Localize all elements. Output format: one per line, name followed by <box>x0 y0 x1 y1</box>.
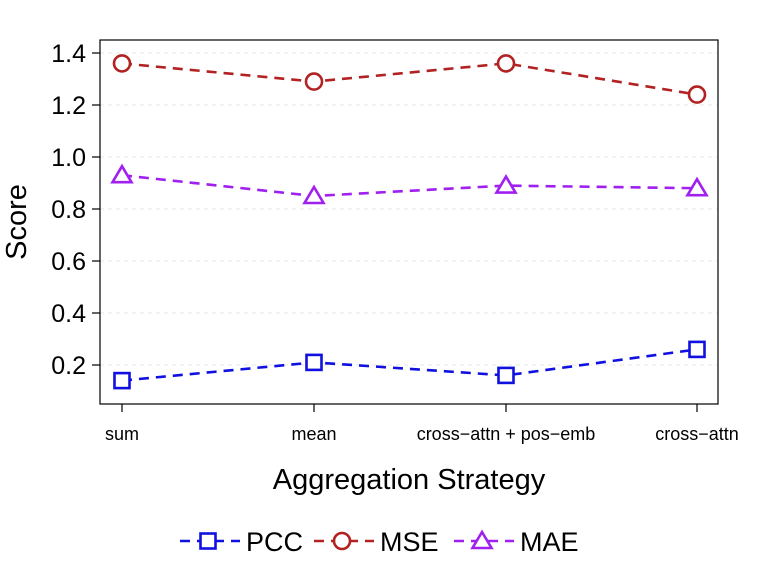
series-mae <box>110 163 709 205</box>
legend-marker <box>470 529 494 550</box>
legend-item-pcc: PCC <box>180 527 303 557</box>
legend-label: PCC <box>246 527 303 557</box>
x-axis: sum mean cross−attn + pos−emb cross−attn <box>105 404 739 444</box>
legend: PCC MSE MAE <box>180 527 579 557</box>
data-point <box>113 371 131 390</box>
legend-marker <box>199 532 217 550</box>
y-tick-label: 0.4 <box>51 300 86 328</box>
data-point <box>496 54 516 73</box>
data-point <box>687 85 707 104</box>
legend-item-mse: MSE <box>314 527 439 557</box>
x-tick-label: cross−attn <box>655 424 739 444</box>
series-pcc <box>113 340 706 390</box>
plot-frame <box>99 39 719 405</box>
legend-label: MSE <box>380 527 439 557</box>
y-tick-label: 0.6 <box>51 248 86 276</box>
y-axis-label: Score <box>1 184 33 260</box>
series-line <box>121 348 698 382</box>
data-point <box>304 72 324 91</box>
data-point <box>685 176 709 197</box>
data-point <box>494 174 518 194</box>
data-point <box>110 163 134 184</box>
legend-marker <box>332 531 352 551</box>
y-tick-label: 0.8 <box>51 196 86 224</box>
x-tick-label: mean <box>291 424 336 444</box>
x-tick-label: cross−attn + pos−emb <box>417 424 596 444</box>
x-tick-label: sum <box>105 424 139 444</box>
y-axis: 0.2 0.4 0.6 0.8 1.0 1.2 1.4 <box>51 40 100 380</box>
series-mse <box>112 54 707 104</box>
x-axis-label: Aggregation Strategy <box>273 464 546 496</box>
series-layer <box>110 54 709 390</box>
y-tick-label: 1.4 <box>51 40 86 68</box>
data-point <box>688 340 706 359</box>
legend-item-mae: MAE <box>454 527 579 557</box>
data-point <box>497 366 515 385</box>
y-tick-label: 1.2 <box>51 92 86 120</box>
series-line <box>121 173 698 198</box>
legend-label: MAE <box>520 527 579 557</box>
data-point <box>302 184 326 205</box>
grid-lines <box>100 52 718 366</box>
data-point <box>112 54 132 73</box>
series-line <box>121 62 698 96</box>
data-point <box>305 353 323 372</box>
y-tick-label: 0.2 <box>51 352 86 380</box>
y-tick-label: 1.0 <box>51 144 86 172</box>
